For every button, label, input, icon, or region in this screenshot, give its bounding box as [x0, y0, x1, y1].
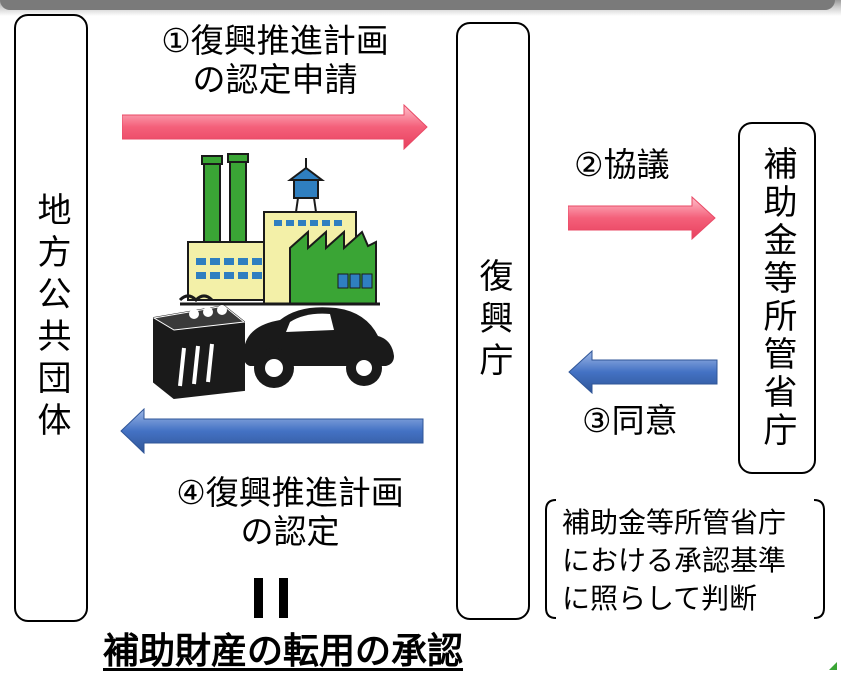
- equals-bar-right: [279, 578, 288, 618]
- step1-label: ①復興推進計画 の認定申請: [161, 21, 389, 99]
- step1-arrow-right: [122, 104, 428, 150]
- equals-bar-left: [254, 578, 263, 618]
- local-government-box: 地方公共団体: [14, 14, 88, 622]
- subsidy-ministries-box: 補助金等所管省庁: [738, 122, 816, 474]
- top-bar: [0, 0, 835, 10]
- reconstruction-agency-label: 復興庁: [473, 258, 513, 384]
- step2-label: ②協議: [574, 145, 670, 184]
- note-brackets: [545, 499, 825, 619]
- reconstruction-agency-box: 復興庁: [456, 22, 530, 620]
- local-government-label: 地方公共団体: [31, 192, 71, 444]
- corner-mark: [829, 662, 837, 670]
- step2-arrow-right: [568, 196, 716, 240]
- step3-label: ③同意: [582, 401, 678, 440]
- step4-label: ④復興推進計画 の認定: [176, 473, 404, 551]
- bottom-title: 補助財産の転用の承認: [103, 631, 464, 672]
- note-text: 補助金等所管省庁 における承認基準 に照らして判断: [562, 506, 787, 615]
- step4-arrow-left: [120, 408, 424, 454]
- step3-arrow-left: [568, 350, 718, 394]
- approval-criteria-note: 補助金等所管省庁 における承認基準 に照らして判断: [542, 498, 828, 620]
- equals-sign: [254, 578, 288, 618]
- subsidy-ministries-label: 補助金等所管省庁: [757, 146, 797, 450]
- factory-illustration-icon: [152, 153, 394, 400]
